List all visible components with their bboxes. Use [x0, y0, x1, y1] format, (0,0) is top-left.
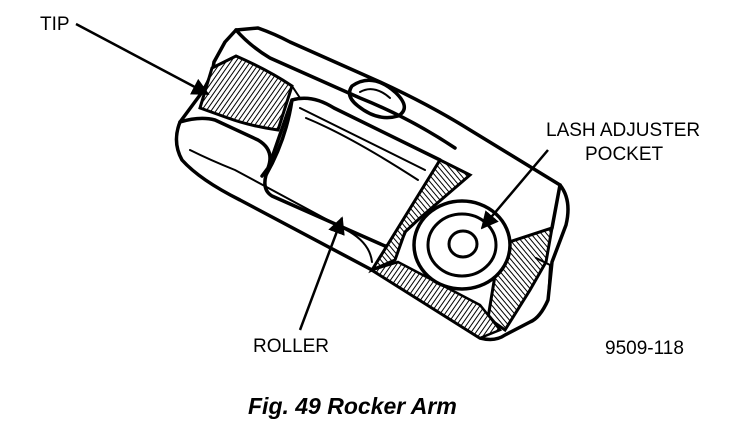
tip-leader [75, 22, 210, 96]
tip-face [198, 54, 294, 132]
oil-boss [347, 78, 406, 120]
lash-adjuster-label-line2: POCKET [585, 144, 664, 165]
figure-caption: Fig. 49 Rocker Arm [248, 393, 457, 419]
roller-label: ROLLER [253, 336, 329, 357]
rocker-arm-body [174, 26, 570, 342]
figure-number: 9509-118 [605, 338, 684, 359]
roller-leader [298, 216, 345, 331]
lash-pocket-bottom-wall [369, 260, 503, 340]
tip-label: TIP [40, 14, 70, 35]
lash-leader [480, 149, 549, 230]
lash-adjuster-pocket [412, 199, 512, 291]
lash-adjuster-label-line1: LASH ADJUSTER [546, 120, 700, 141]
